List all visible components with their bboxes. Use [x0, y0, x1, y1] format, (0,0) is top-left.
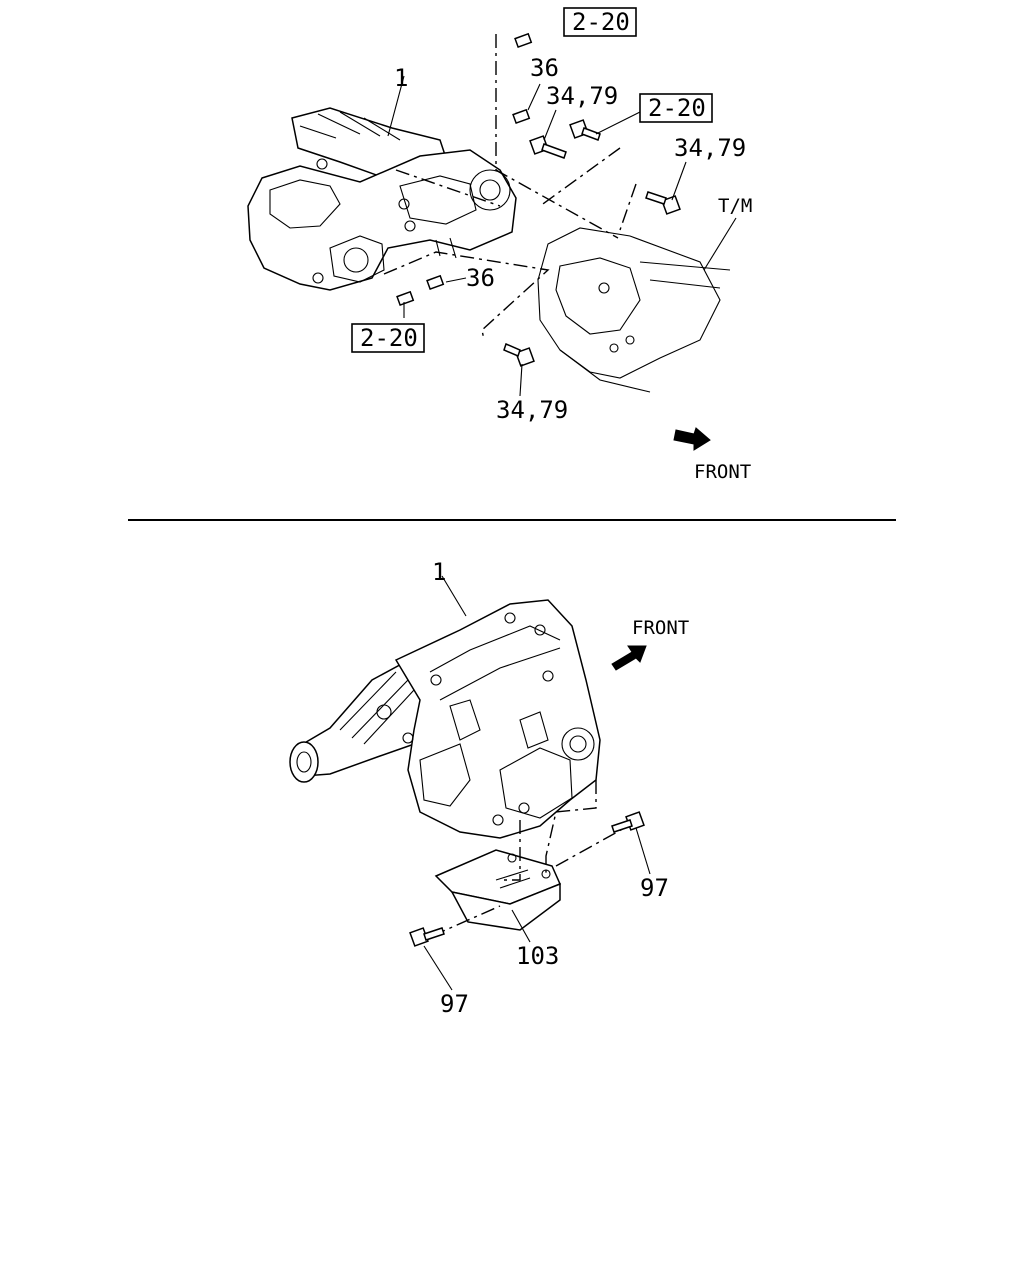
callout-97-left: 97: [440, 990, 469, 1018]
callout-34-79-right: 34,79: [674, 134, 746, 162]
callout-103: 103: [516, 942, 559, 970]
callout-36-lower: 36: [466, 264, 495, 292]
callout-34-79-lower: 34,79: [496, 396, 568, 424]
front-label-top: FRONT: [694, 461, 751, 483]
callout-tm: T/M: [718, 195, 752, 217]
bottom-exploded-view: 1 97 103 97 FRONT: [289, 558, 689, 1018]
dowel-pin-upper: [512, 32, 533, 125]
bolt-right: [645, 191, 681, 215]
top-exploded-view: 1 2-20 36 34,79 2-20 34,79 T/M 36 2-20 3…: [247, 7, 752, 483]
callout-1-bottom: 1: [432, 558, 446, 586]
ref-box-left: [351, 323, 425, 353]
transfer-case-unit-bottom: [289, 599, 601, 839]
bolt-97-left: [409, 927, 445, 947]
callout-36-upper: 36: [530, 54, 559, 82]
bolt-97-right: [611, 811, 645, 833]
callout-ref-top: 2-20: [572, 8, 630, 36]
skid-plate: [434, 849, 562, 931]
callout-97-right: 97: [640, 874, 669, 902]
bolt-lower: [503, 342, 535, 367]
callout-1-top: 1: [394, 64, 408, 92]
ref-box-top: [563, 7, 637, 37]
bolt-ref-right: [569, 119, 601, 141]
bolt-upper: [529, 135, 567, 159]
callout-ref-left: 2-20: [360, 324, 418, 352]
transfer-case-unit-top: [247, 107, 517, 291]
front-arrow-icon-bottom: [611, 645, 647, 671]
callout-34-79-upper: 34,79: [546, 82, 618, 110]
dowel-pin-lower: [396, 274, 445, 307]
front-label-bottom: FRONT: [632, 617, 689, 639]
callout-ref-right: 2-20: [648, 94, 706, 122]
front-arrow-icon-top: [673, 427, 711, 451]
ref-box-right: [639, 93, 713, 123]
transmission-outline: [537, 227, 731, 393]
